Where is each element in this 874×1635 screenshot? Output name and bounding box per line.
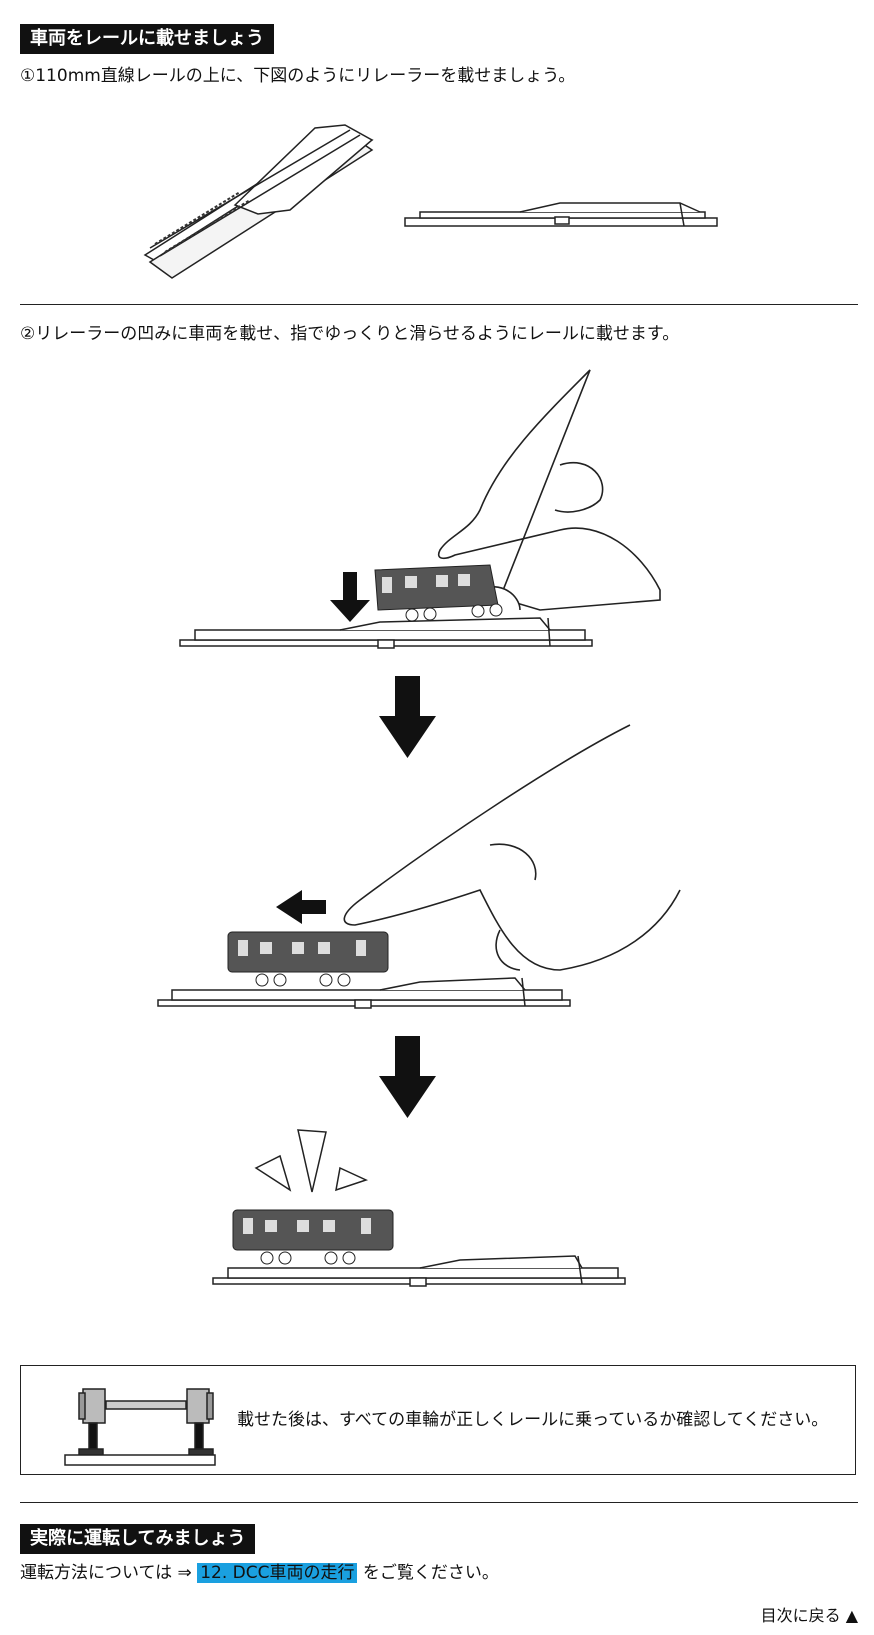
note-text: 載せた後は、すべての車輪が正しくレールに乗っているか確認してください。: [237, 1410, 829, 1430]
down-arrow-small: [330, 572, 370, 622]
car-body-panel-c: [232, 1209, 394, 1265]
illustration-finger-push: [157, 724, 681, 1009]
rerailer-perspective-illustration: [143, 124, 374, 279]
dcc-running-link[interactable]: 12. DCC車両の走行: [197, 1563, 358, 1583]
run-instruction-suffix: をご覧ください。: [357, 1563, 499, 1583]
divider-2: [20, 1502, 858, 1503]
step-2-instruction: ②リレーラーの凹みに車両を載せ、指でゆっくりと滑らせるようにレールに載せます。: [20, 324, 680, 344]
illustration-finger-press: [179, 369, 661, 649]
section-heading-load-car: 車両をレールに載せましょう: [20, 24, 274, 54]
back-to-toc-label: 目次に戻る: [760, 1606, 841, 1625]
run-instruction: 運転方法については ⇒ 12. DCC車両の走行 をご覧ください。: [20, 1561, 499, 1585]
up-triangle-icon: ▲: [845, 1606, 858, 1625]
illustration-car-on-rails: [212, 1129, 626, 1287]
wheelset-on-rail-icon: [64, 1388, 216, 1466]
car-body-panel-a: [374, 564, 503, 622]
emphasis-marks: [254, 1129, 369, 1193]
section-heading-try-running: 実際に運転してみましょう: [20, 1524, 256, 1554]
back-to-toc-link[interactable]: 目次に戻る ▲: [761, 1602, 858, 1626]
down-arrow-1: [379, 676, 436, 758]
down-arrow-2: [379, 1036, 436, 1118]
left-arrow: [276, 890, 326, 924]
step-1-instruction: ①110mm直線レールの上に、下図のようにリレーラーを載せましょう。: [20, 66, 576, 86]
rerailer-side-illustration: [404, 202, 718, 227]
note-box: 載せた後は、すべての車輪が正しくレールに乗っているか確認してください。: [20, 1365, 856, 1475]
divider-1: [20, 304, 858, 305]
run-instruction-prefix: 運転方法については ⇒: [20, 1563, 198, 1583]
car-body-panel-b: [227, 931, 389, 987]
